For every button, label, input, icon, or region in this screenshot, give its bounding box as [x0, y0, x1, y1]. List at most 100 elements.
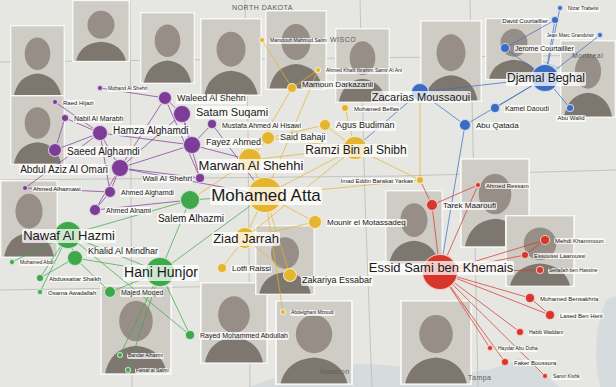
person-node: Seifallah ben Hassine	[536, 266, 544, 274]
person-node: Mohamed Abdi	[9, 259, 15, 265]
person-node: Jerome Courtaillier	[500, 43, 510, 53]
person-node: Salem Alhazmi	[180, 190, 200, 210]
person-node: Zacarias Moussaoui	[411, 83, 429, 101]
person-name: Ramzi Bin al Shibh	[304, 144, 407, 157]
person-name: Osama Awadallah	[47, 290, 97, 297]
link-line	[79, 244, 186, 332]
person-node: Mehdi Khammoun	[540, 235, 550, 245]
person-name: Imad Eddin Barakat Yarkas	[340, 178, 414, 185]
person-name: Abdul Aziz Al Omari	[19, 164, 109, 175]
link-line	[225, 247, 238, 264]
person-name: Mustafa Ahmed Al Hisawi	[221, 122, 302, 130]
person-node: Faisal al Salmi	[125, 367, 131, 373]
link-line	[268, 213, 283, 309]
link-line	[447, 188, 477, 256]
person-name: Nawaf Al Hazmi	[22, 229, 116, 243]
person-name: Ahmed Alghamdi	[120, 189, 175, 197]
person-node: Imad Eddin Barakat Yarkas	[416, 176, 424, 184]
person-node: Nawaf Al Hazmi	[54, 221, 82, 249]
person-name: Ahmed Alnami	[105, 207, 152, 215]
person-node: Jean Marc Grandvisir	[597, 32, 603, 38]
person-node: Essoussi Laaroussi	[521, 251, 529, 259]
map-label: Tampa	[468, 374, 492, 382]
person-node: Hani Hunjor	[145, 257, 175, 287]
link-line	[57, 122, 64, 144]
person-name: Kamel Daoudi	[504, 105, 550, 113]
map-label: Montreal	[572, 52, 603, 60]
person-name: Jerome Courtaillier	[514, 45, 575, 53]
person-node: Nabil Al Marabh	[61, 114, 69, 122]
link-line	[509, 51, 534, 70]
link-line	[554, 89, 567, 105]
person-node: Ziad Jarrah	[234, 227, 256, 249]
person-name: Abu Walid	[556, 115, 585, 122]
person-node: Khalid Al Mindhar	[67, 250, 83, 266]
person-node: Nizar Trabelsi	[557, 5, 563, 11]
person-name: Nizar Trabelsi	[567, 6, 600, 12]
person-name: Samir Kishk	[552, 374, 581, 380]
person-node: Abu Walid	[566, 104, 574, 112]
map-label: NORTH DAKOTA	[232, 4, 293, 12]
person-name: Ziad Jarrah	[212, 232, 280, 246]
link-line	[470, 85, 533, 122]
link-line	[41, 248, 62, 290]
link-line	[15, 241, 56, 261]
person-node: Ahmed Alhaznawi	[22, 185, 28, 191]
person-name: David Courtaillier	[501, 18, 549, 25]
person-node: Habib Waddani	[516, 328, 524, 336]
link-line	[420, 101, 421, 176]
link-line	[166, 286, 187, 331]
person-node: Mohamed Atta	[247, 177, 283, 213]
person-node: Said Bahaji	[261, 131, 275, 145]
person-node: Ahmed Alnami	[89, 204, 101, 216]
person-node: Ahmed Khalil Ibrahim Samir Al Ani	[315, 67, 321, 73]
person-node: Raed Hijazi	[52, 99, 58, 105]
person-node: Abdul Aziz Al Omari	[111, 159, 129, 177]
person-node: Ramzi Bin al Shibh	[343, 136, 367, 160]
person-name: Mehdi Khammoun	[554, 238, 605, 245]
person-node: Ahmed Ressam	[475, 182, 481, 188]
person-name: Lased Ben Heni	[559, 313, 604, 320]
person-node: Lotfi Raissi	[217, 263, 227, 273]
person-node: Haydar Abu Doha	[487, 345, 493, 351]
person-node: Agus Budiman	[319, 119, 331, 131]
link-line	[250, 211, 258, 228]
person-node: Essid Sami ben Khemais	[422, 254, 458, 290]
person-name: Essid Sami ben Khemais	[368, 261, 515, 275]
person-name: Mohand Al Shehri	[107, 86, 148, 92]
link-line	[112, 176, 116, 186]
person-name: Faker Boussora	[513, 360, 557, 367]
link-line	[451, 287, 503, 359]
person-node: Wail Al Shehri	[195, 173, 205, 183]
person-name: Salem Alhazmi	[157, 213, 225, 224]
person-name: Said Bahaji	[279, 133, 327, 143]
person-name: Lotfi Raissi	[231, 265, 272, 274]
person-node: Osama Awadallah	[37, 289, 43, 295]
person-node: Tarek Maaroufi	[426, 199, 438, 211]
person-name: Abdussattar Shaikh	[48, 276, 102, 283]
person-node: Satam Suqami	[173, 105, 191, 123]
link-line	[433, 211, 438, 254]
person-name: Wail Al Shehri	[142, 175, 194, 184]
person-name: Abu Qatada	[475, 122, 520, 131]
person-node: Mamdouh Mahmud Salim	[259, 37, 265, 43]
link-line	[198, 128, 208, 139]
person-name: Waleed Al Shehri	[176, 94, 247, 104]
person-node: Waleed Al Shehri	[158, 91, 172, 105]
link-line	[281, 204, 309, 219]
link-line	[366, 153, 417, 178]
person-name: Nabil Al Marabh	[73, 115, 124, 123]
link-line	[547, 24, 554, 64]
person-node: Djamal Beghal	[531, 64, 559, 92]
link-line	[454, 283, 516, 330]
person-node: Abu Qatada	[459, 119, 471, 131]
person-name: Tarek Maaroufi	[442, 202, 497, 211]
person-name: Habib Waddani	[528, 330, 564, 336]
person-name: Mamoun Darkazanli	[301, 81, 374, 90]
person-name: Agus Budiman	[335, 121, 396, 131]
link-line	[457, 279, 546, 314]
person-node: Rayed Mohammed Abdullah	[185, 330, 195, 340]
person-name: Ahmed Alhaznawi	[32, 186, 82, 193]
